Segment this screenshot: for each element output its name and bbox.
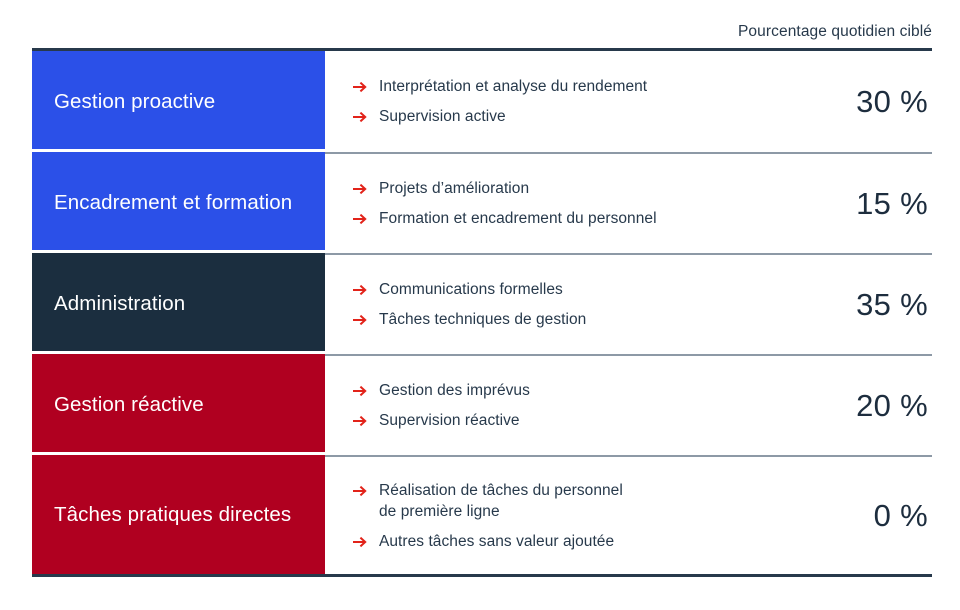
table-row: Gestion réactive Gestion des imprévus [32, 351, 932, 455]
list-item: Réalisation de tâches du personnel de pr… [352, 480, 623, 522]
row-content: Communications formelles Tâches techniqu… [325, 253, 932, 354]
bullet-text: Autres tâches sans valeur ajoutée [379, 532, 615, 550]
table-row: Encadrement et formation Projets d’améli… [32, 149, 932, 253]
arrow-right-icon [353, 111, 367, 123]
bullet-text: Supervision réactive [379, 412, 520, 429]
bullet-list: Interprétation et analyse du rendement S… [352, 58, 647, 145]
table-row: Administration Communications formelles [32, 250, 932, 354]
bullet-text: Communications formelles [379, 281, 563, 298]
arrow-right-icon [353, 485, 367, 496]
arrow-right-icon [353, 415, 367, 427]
bullet-text: Formation et encadrement du personnel [379, 210, 657, 227]
category-label: Encadrement et formation [54, 191, 293, 214]
bullet-list: Gestion des imprévus Supervision réactiv… [352, 362, 530, 449]
bullet-text: Gestion des imprévus [379, 382, 530, 399]
category-label: Tâches pratiques directes [54, 503, 292, 526]
bullet-list: Communications formelles Tâches techniqu… [352, 261, 586, 348]
column-header-percentage: Pourcentage quotidien ciblé [737, 23, 932, 40]
percentage-value: 20 % [856, 387, 928, 423]
percentage-value: 0 % [873, 497, 928, 533]
list-item: Gestion des imprévus [352, 380, 530, 401]
row-content: Interprétation et analyse du rendement S… [325, 51, 932, 152]
list-item: Interprétation et analyse du rendement [352, 76, 647, 97]
header: Pourcentage quotidien ciblé [32, 22, 932, 42]
category-block: Administration [32, 250, 325, 354]
category-block: Tâches pratiques directes [32, 452, 325, 574]
row-content: Projets d’amélioration Formation et enca… [325, 152, 932, 253]
arrow-right-icon [353, 284, 367, 296]
table-row: Tâches pratiques directes Réalisation de… [32, 452, 932, 574]
category-block: Gestion réactive [32, 351, 325, 455]
list-item: Projets d’amélioration [352, 178, 657, 199]
bullet-text: Tâches techniques de gestion [379, 311, 587, 328]
arrow-right-icon [353, 81, 367, 93]
bullet-list: Réalisation de tâches du personnel de pr… [352, 462, 623, 570]
arrow-right-icon [353, 183, 367, 195]
table-row: Gestion proactive Interprétation et anal… [32, 51, 932, 152]
bullet-text: Interprétation et analyse du rendement [379, 78, 648, 95]
percentage-value: 15 % [856, 185, 928, 221]
bullet-text: Projets d’amélioration [379, 180, 530, 197]
arrow-right-icon [353, 385, 367, 397]
arrow-right-icon [353, 314, 367, 326]
row-content: Réalisation de tâches du personnel de pr… [325, 455, 932, 574]
percentage-value: 30 % [856, 83, 928, 119]
list-item: Supervision active [352, 106, 647, 127]
list-item: Formation et encadrement du personnel [352, 208, 657, 229]
arrow-right-icon [353, 536, 367, 547]
category-block: Gestion proactive [32, 51, 325, 152]
row-content: Gestion des imprévus Supervision réactiv… [325, 354, 932, 455]
arrow-right-icon [353, 213, 367, 225]
category-label: Administration [54, 292, 186, 315]
bullet-list: Projets d’amélioration Formation et enca… [352, 160, 657, 247]
category-block: Encadrement et formation [32, 149, 325, 253]
list-item: Supervision réactive [352, 410, 530, 431]
list-item: Autres tâches sans valeur ajoutée [352, 531, 623, 552]
percentage-value: 35 % [856, 286, 928, 322]
bullet-text: Réalisation de tâches du personnel de pr… [379, 481, 623, 520]
category-label: Gestion réactive [54, 393, 204, 416]
bullet-text: Supervision active [379, 108, 506, 125]
list-item: Tâches techniques de gestion [352, 309, 586, 330]
responsibility-table: Gestion proactive Interprétation et anal… [32, 48, 932, 577]
category-label: Gestion proactive [54, 90, 216, 113]
list-item: Communications formelles [352, 279, 586, 300]
